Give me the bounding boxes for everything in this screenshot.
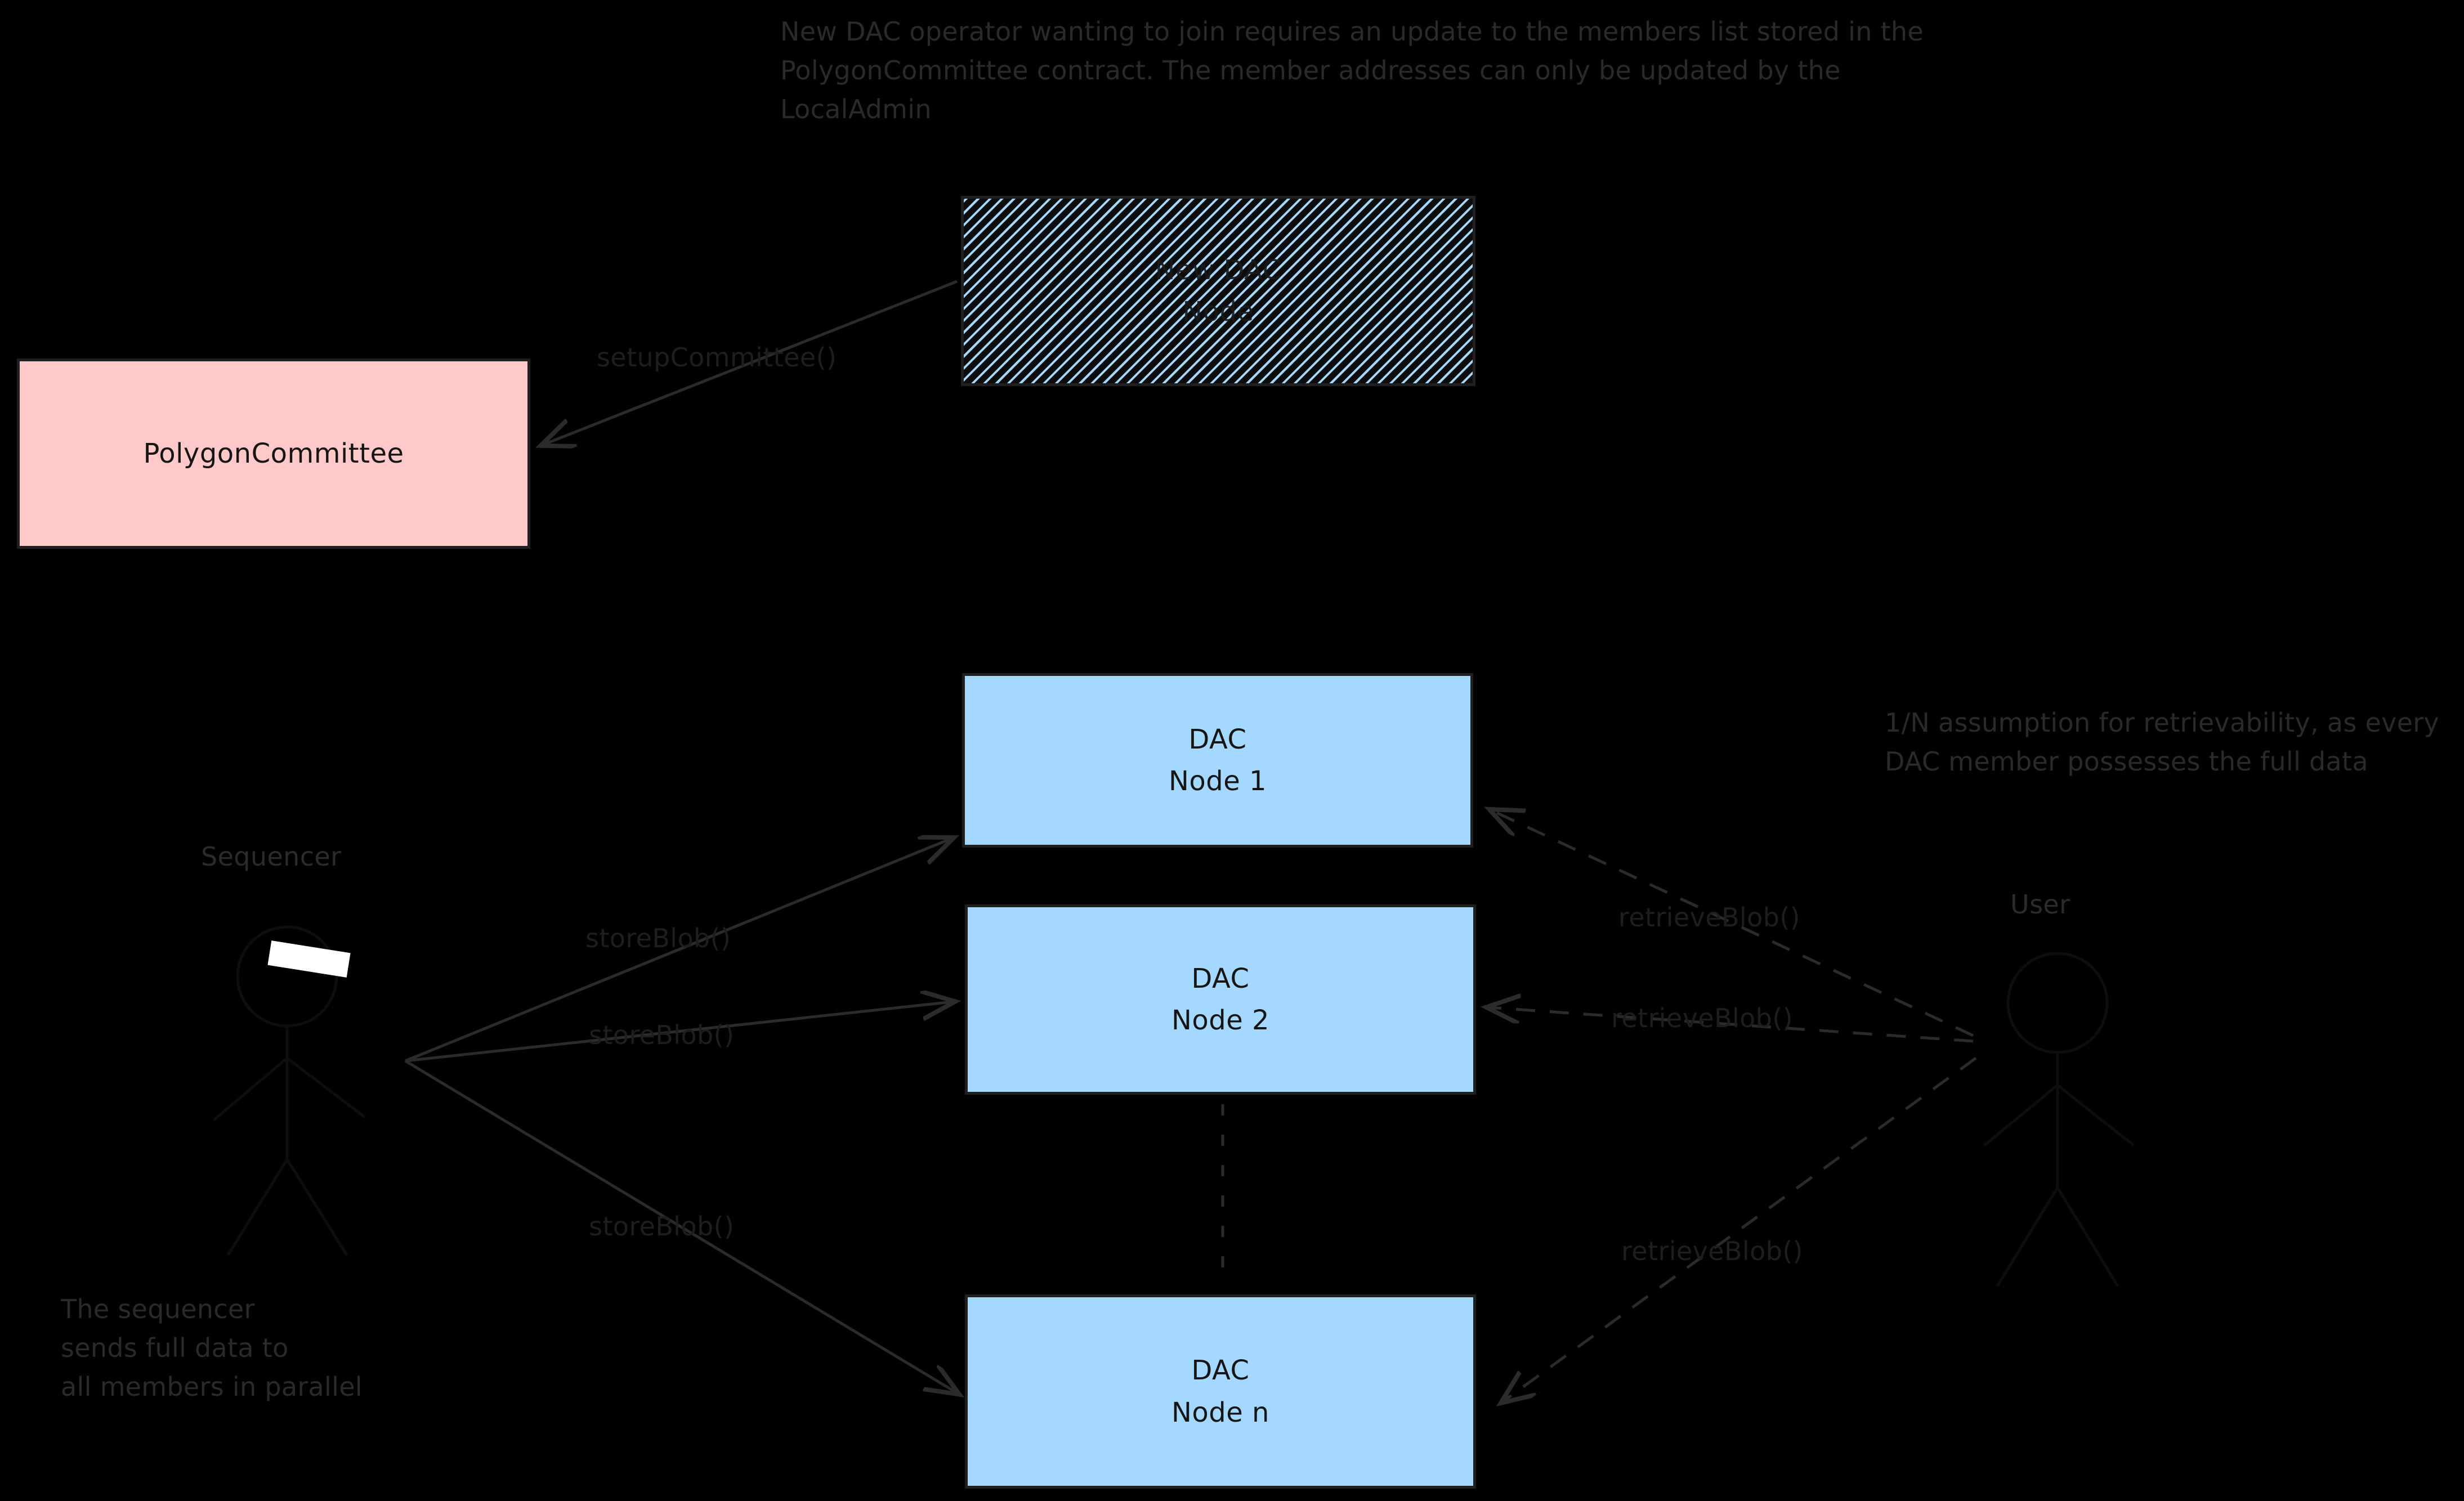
edge-label-retrieve-blob-1: retrieveBlob() <box>1618 902 1800 933</box>
sequencer-figure <box>213 925 366 1256</box>
edge-setup-committee <box>543 280 958 445</box>
node-new-dac-node[interactable]: New DAC Node <box>961 196 1475 386</box>
node-dac-node-n-label: DAC Node n <box>1171 1355 1269 1428</box>
edge-store-blob-1 <box>405 839 951 1063</box>
node-dac-node-2-label: DAC Node 2 <box>1171 962 1270 1036</box>
user-figure <box>1983 952 2135 1287</box>
node-polygon-committee[interactable]: PolygonCommittee <box>17 359 530 549</box>
node-dac-node-2[interactable]: DAC Node 2 <box>965 904 1476 1095</box>
note-new-dac-operator: New DAC operator wanting to join require… <box>780 16 1924 124</box>
edge-label-retrieve-blob-3: retrieveBlob() <box>1621 1236 1803 1266</box>
edge-label-store-blob-2: storeBlob() <box>589 1020 735 1050</box>
node-polygon-committee-label: PolygonCommittee <box>143 437 404 469</box>
edge-label-setup-committee: setupCommittee() <box>597 342 837 373</box>
node-dac-node-1[interactable]: DAC Node 1 <box>962 673 1473 848</box>
edge-label-retrieve-blob-2: retrieveBlob() <box>1611 1003 1793 1033</box>
edge-store-blob-3 <box>404 1059 957 1393</box>
node-dac-node-1-label: DAC Node 1 <box>1168 723 1267 797</box>
actor-label-sequencer: Sequencer <box>201 841 342 872</box>
note-retrievability-assumption: 1/N assumption for retrievability, as ev… <box>1885 707 2440 777</box>
edge-label-store-blob-1: storeBlob() <box>585 923 731 953</box>
edge-retrieve-blob-1 <box>1492 810 1974 1037</box>
edge-label-store-blob-3: storeBlob() <box>589 1211 735 1242</box>
node-dac-node-n[interactable]: DAC Node n <box>965 1294 1476 1489</box>
edge-store-blob-2 <box>405 1002 952 1063</box>
actor-label-user: User <box>2010 889 2071 920</box>
note-sequencer-parallel: The sequencer sends full data to all mem… <box>61 1294 363 1402</box>
node-new-dac-node-label: New DAC Node <box>1155 254 1282 328</box>
edge-retrieve-blob-2 <box>1489 1007 1974 1043</box>
edge-retrieve-blob-3 <box>1503 1056 1977 1401</box>
